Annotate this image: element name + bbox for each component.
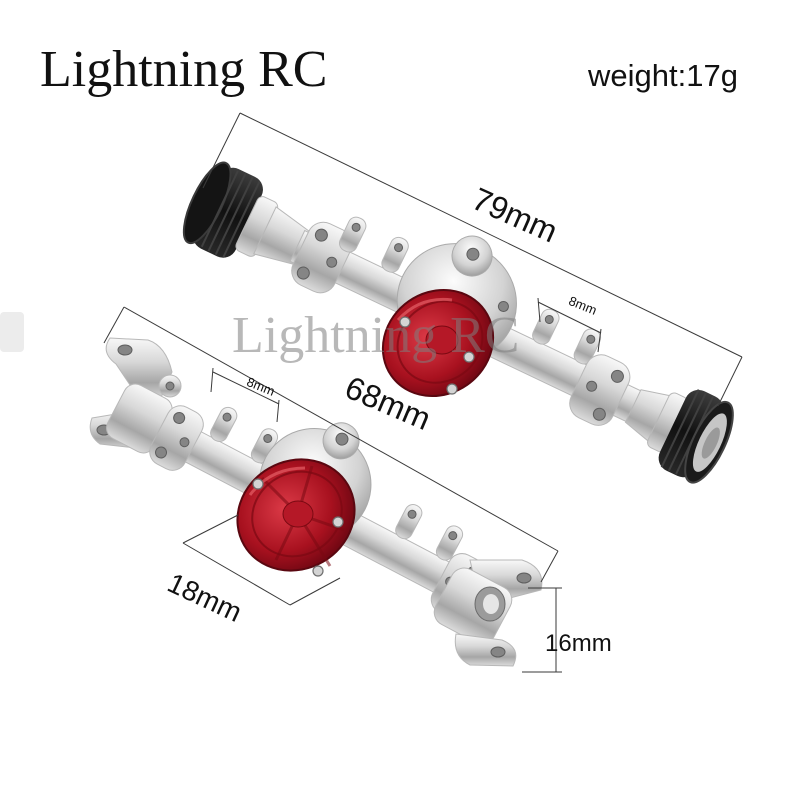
- label-knuckle-height: 16mm: [545, 630, 612, 657]
- diff-cover-screw: [252, 478, 264, 490]
- bottom-axle-diff-cover: [236, 458, 356, 577]
- dimension-extension-line: [540, 550, 559, 583]
- knuckle-bore-inner: [483, 594, 499, 614]
- tab-hole: [222, 412, 232, 422]
- top-axle-left-knob: [182, 161, 263, 258]
- tab-hole: [407, 509, 417, 519]
- weight-label: weight:17g: [587, 58, 738, 93]
- diff-cover-grooves: [260, 465, 345, 567]
- brand-title: Lightning RC: [40, 41, 327, 98]
- dimension-extension-line: [597, 328, 602, 353]
- dimension-extension-line: [182, 514, 239, 544]
- knuckle-lower-hole: [490, 646, 506, 658]
- right-knob-center: [701, 427, 720, 459]
- bottom-axle-left-link-mount: [149, 405, 204, 471]
- bottom-axle-tab: [250, 428, 279, 464]
- dimension-line-top-tab-spacing: [537, 297, 602, 353]
- dimension-line-top-length: [202, 112, 743, 407]
- knuckle-upper-hole: [117, 344, 133, 356]
- bottom-axle-tab: [210, 406, 238, 443]
- tab-hole: [586, 334, 596, 344]
- dimension-line-bottom-tab-spacing: [210, 367, 280, 423]
- diff-cover-ring: [251, 470, 343, 558]
- mount-hole: [179, 437, 190, 448]
- diff-cover-screw: [399, 316, 411, 328]
- mount-hole: [155, 446, 168, 459]
- tab-hole: [351, 222, 361, 232]
- top-axle-right-link-mount: [569, 354, 631, 426]
- diff-cover-screw: [312, 565, 324, 577]
- mount-hole: [173, 411, 186, 424]
- bottom-axle-right-knuckle: [433, 559, 543, 667]
- dimension-main-line: [212, 371, 280, 405]
- dimension-extension-line: [717, 356, 743, 407]
- dimension-extension-line: [210, 367, 214, 393]
- right-knob-body: [658, 389, 724, 478]
- mount-hole: [296, 266, 310, 280]
- top-axle-diff-cover: [381, 288, 495, 398]
- dimension-main-line: [123, 306, 559, 552]
- tab-hole: [263, 434, 273, 444]
- watermark: Lightning RC: [232, 307, 519, 364]
- dimension-extension-line: [276, 399, 280, 423]
- top-axle-tab: [532, 308, 560, 345]
- diff-cover-screw: [463, 351, 475, 363]
- mount-hole: [314, 228, 328, 242]
- diff-cover-screw: [332, 516, 344, 528]
- dimension-extension-line: [202, 112, 241, 189]
- dimension-line-bottom-length: [103, 306, 559, 583]
- dimension-main-line: [182, 542, 291, 606]
- label-cover-diameter: 18mm: [163, 567, 247, 628]
- bottom-axle-tab: [435, 525, 464, 561]
- diff-cover-highlight: [248, 466, 306, 496]
- mount-hole: [592, 407, 606, 421]
- tab-hole: [544, 314, 554, 324]
- mount-hole: [586, 380, 598, 392]
- top-axle-right-knob: [658, 389, 734, 484]
- top-axle-left-link-mount: [291, 221, 353, 294]
- bottom-axle-tab: [395, 504, 423, 540]
- tab-hole: [448, 531, 458, 541]
- diff-cover-center: [282, 500, 314, 528]
- tab-plate: [532, 308, 560, 345]
- dimension-extension-line: [289, 577, 341, 606]
- top-axle-tab: [381, 236, 409, 273]
- dimension-extension-line: [103, 306, 125, 344]
- housing-boss-hole: [466, 247, 480, 261]
- mount-hole: [326, 256, 338, 268]
- housing-boss-hole: [335, 432, 349, 446]
- diff-cover-ring: [396, 300, 484, 384]
- label-top-tab-spacing: 8mm: [567, 293, 599, 318]
- diff-cover-screw: [446, 383, 458, 395]
- dimension-main-line: [239, 112, 743, 358]
- knuckle-upper-hole: [516, 572, 532, 584]
- mount-hole: [610, 369, 624, 383]
- housing-side-hole: [497, 300, 509, 312]
- top-axle-tab: [338, 216, 367, 253]
- partial-object-edge: [0, 312, 24, 352]
- knuckle-lower-arm: [454, 633, 517, 667]
- tab-hole: [394, 243, 404, 253]
- dimension-line-cover-diameter: [182, 514, 341, 606]
- knuckle-boss-hole: [165, 381, 175, 391]
- dimension-main-line: [537, 301, 602, 334]
- tab-plate: [210, 406, 238, 443]
- diff-cover-center: [425, 325, 459, 355]
- dimension-line-knuckle-height: [522, 587, 562, 673]
- dimension-extension-line: [537, 297, 541, 323]
- left-knob-grip-ridges: [200, 170, 261, 258]
- top-axle-tab: [573, 328, 602, 365]
- tab-plate: [395, 504, 423, 540]
- diff-cover-highlight: [396, 297, 453, 322]
